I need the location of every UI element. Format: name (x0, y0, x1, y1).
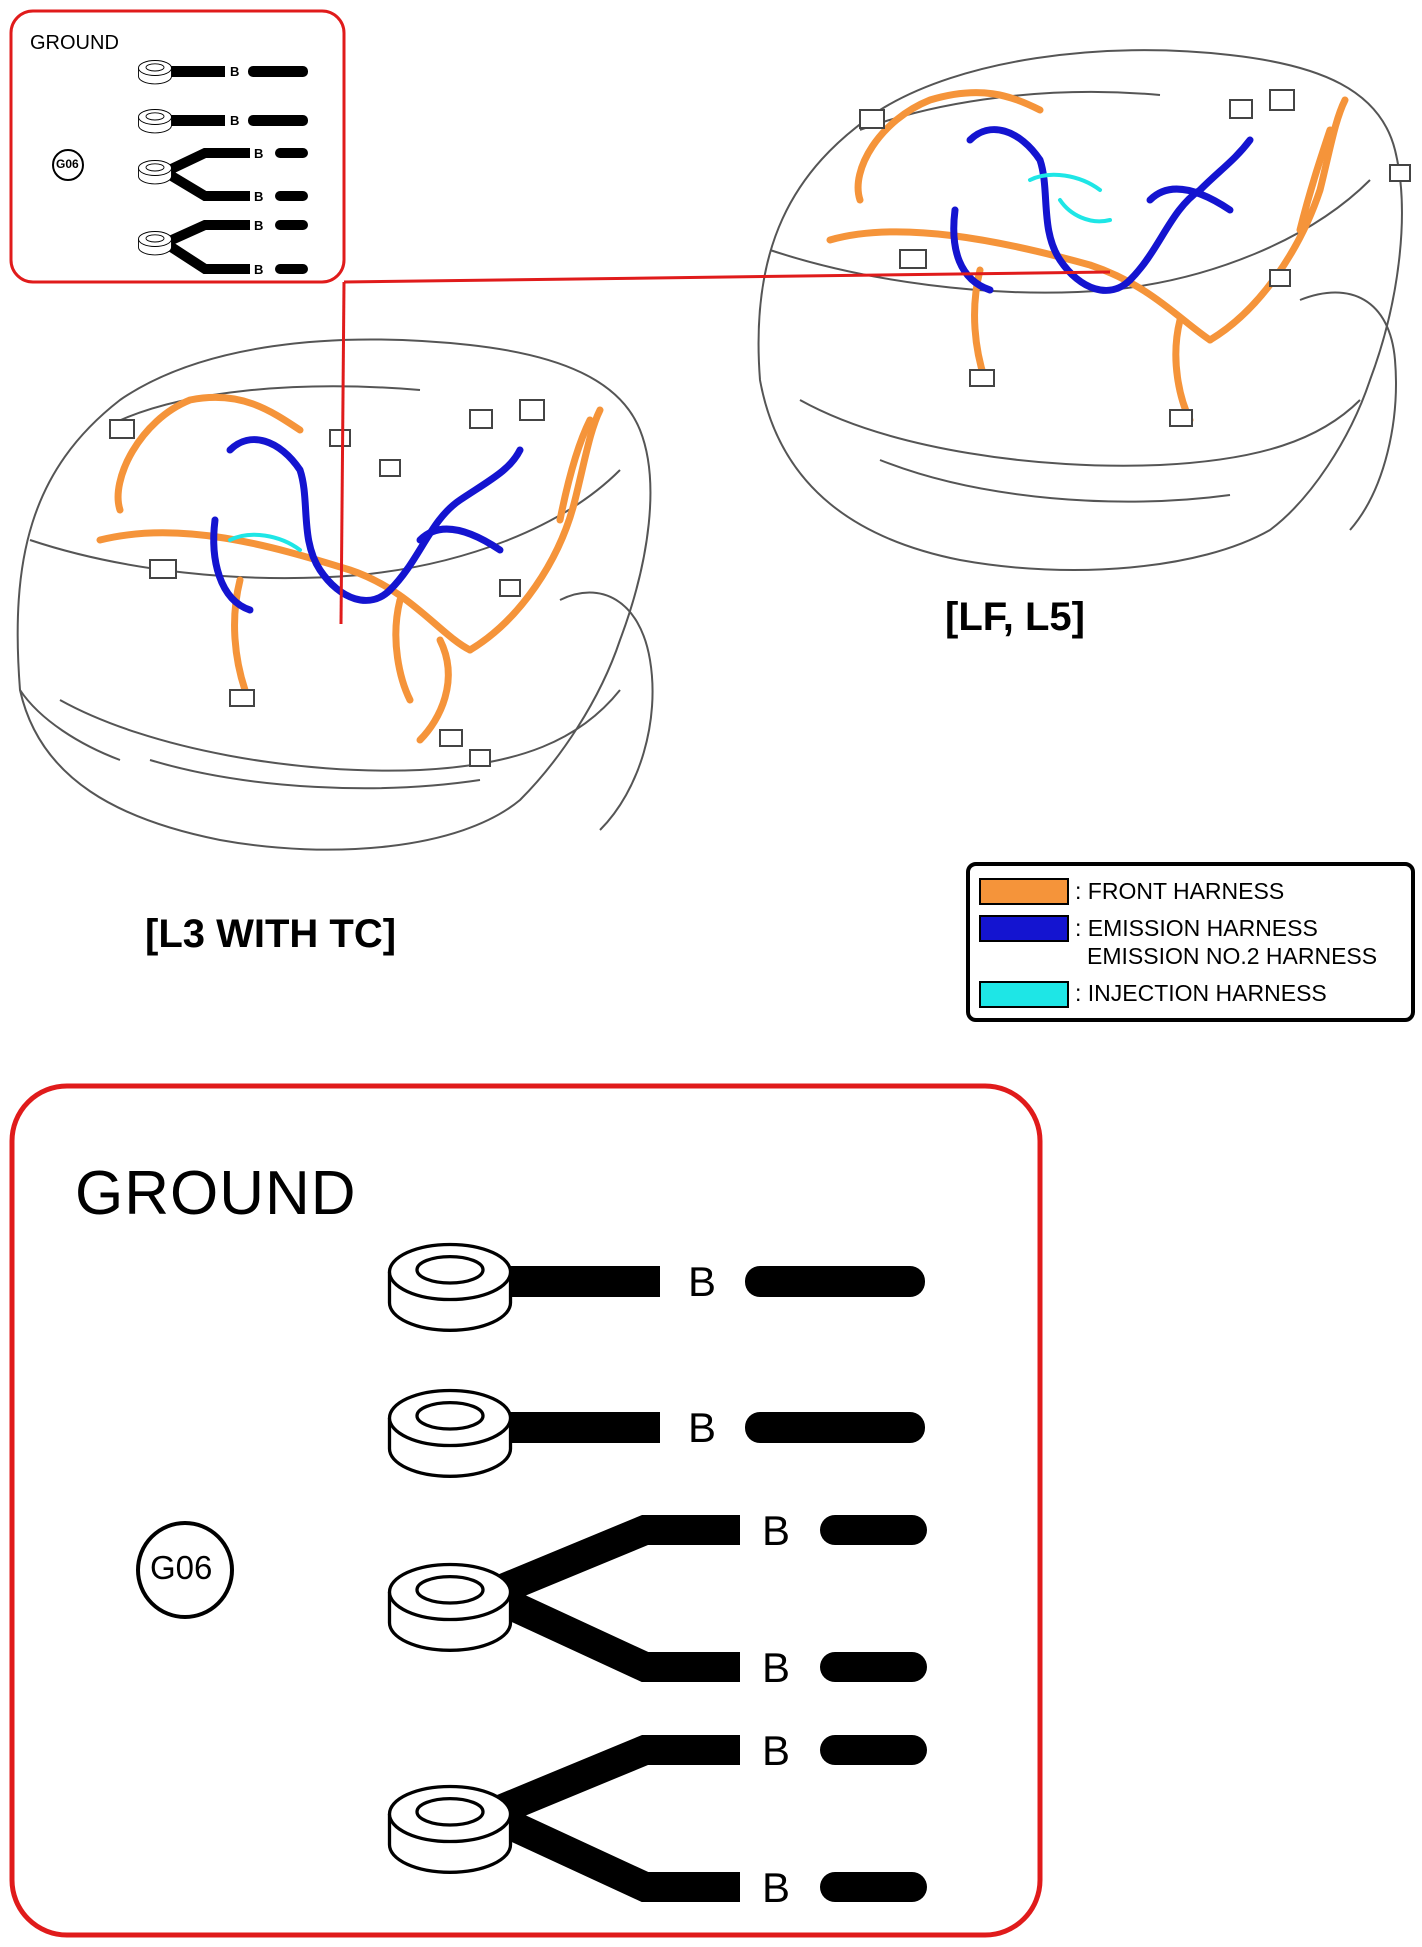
car-lf-l5 (757, 49, 1411, 571)
ground-title-large: GROUND (75, 1159, 357, 1228)
legend-swatch-front (979, 878, 1069, 905)
wire-color-label: B (762, 1864, 791, 1911)
legend-label-emission-harness: : EMISSION HARNESS (1075, 915, 1318, 941)
wire-color-label: B (254, 218, 264, 233)
legend-label-injection-harness: : INJECTION HARNESS (1075, 980, 1327, 1006)
wire-color-label: B (254, 189, 264, 204)
ground-callout-large (9, 1083, 1043, 1938)
variant-label-lf-l5: [LF, L5] (945, 595, 1085, 639)
ground-code-large: G06 (150, 1549, 213, 1586)
legend-label-front-harness: : FRONT HARNESS (1075, 878, 1285, 904)
wire-color-label: B (762, 1727, 791, 1774)
ground-title-small: GROUND (30, 32, 119, 54)
wire-color-label: B (254, 262, 264, 277)
wire-color-label: B (762, 1507, 791, 1554)
legend-box (966, 862, 1415, 1022)
variant-label-l3-with-tc: [L3 WITH TC] (145, 912, 397, 956)
ground-code-small: G06 (56, 157, 79, 171)
legend-label-emission-no2-harness: EMISSION NO.2 HARNESS (1087, 943, 1378, 969)
wire-color-label: B (688, 1404, 717, 1451)
wire-color-label: B (230, 64, 240, 79)
callout-leader-lines (339, 270, 1111, 625)
ground-callout-small (9, 9, 346, 284)
car-l3-with-tc (16, 338, 654, 851)
wire-color-label: B (762, 1644, 791, 1691)
wire-color-label: B (688, 1258, 717, 1305)
wire-color-label: B (254, 146, 264, 161)
legend-swatch-injection (979, 981, 1069, 1008)
wire-color-label: B (230, 113, 240, 128)
legend-swatch-emission (979, 915, 1069, 942)
